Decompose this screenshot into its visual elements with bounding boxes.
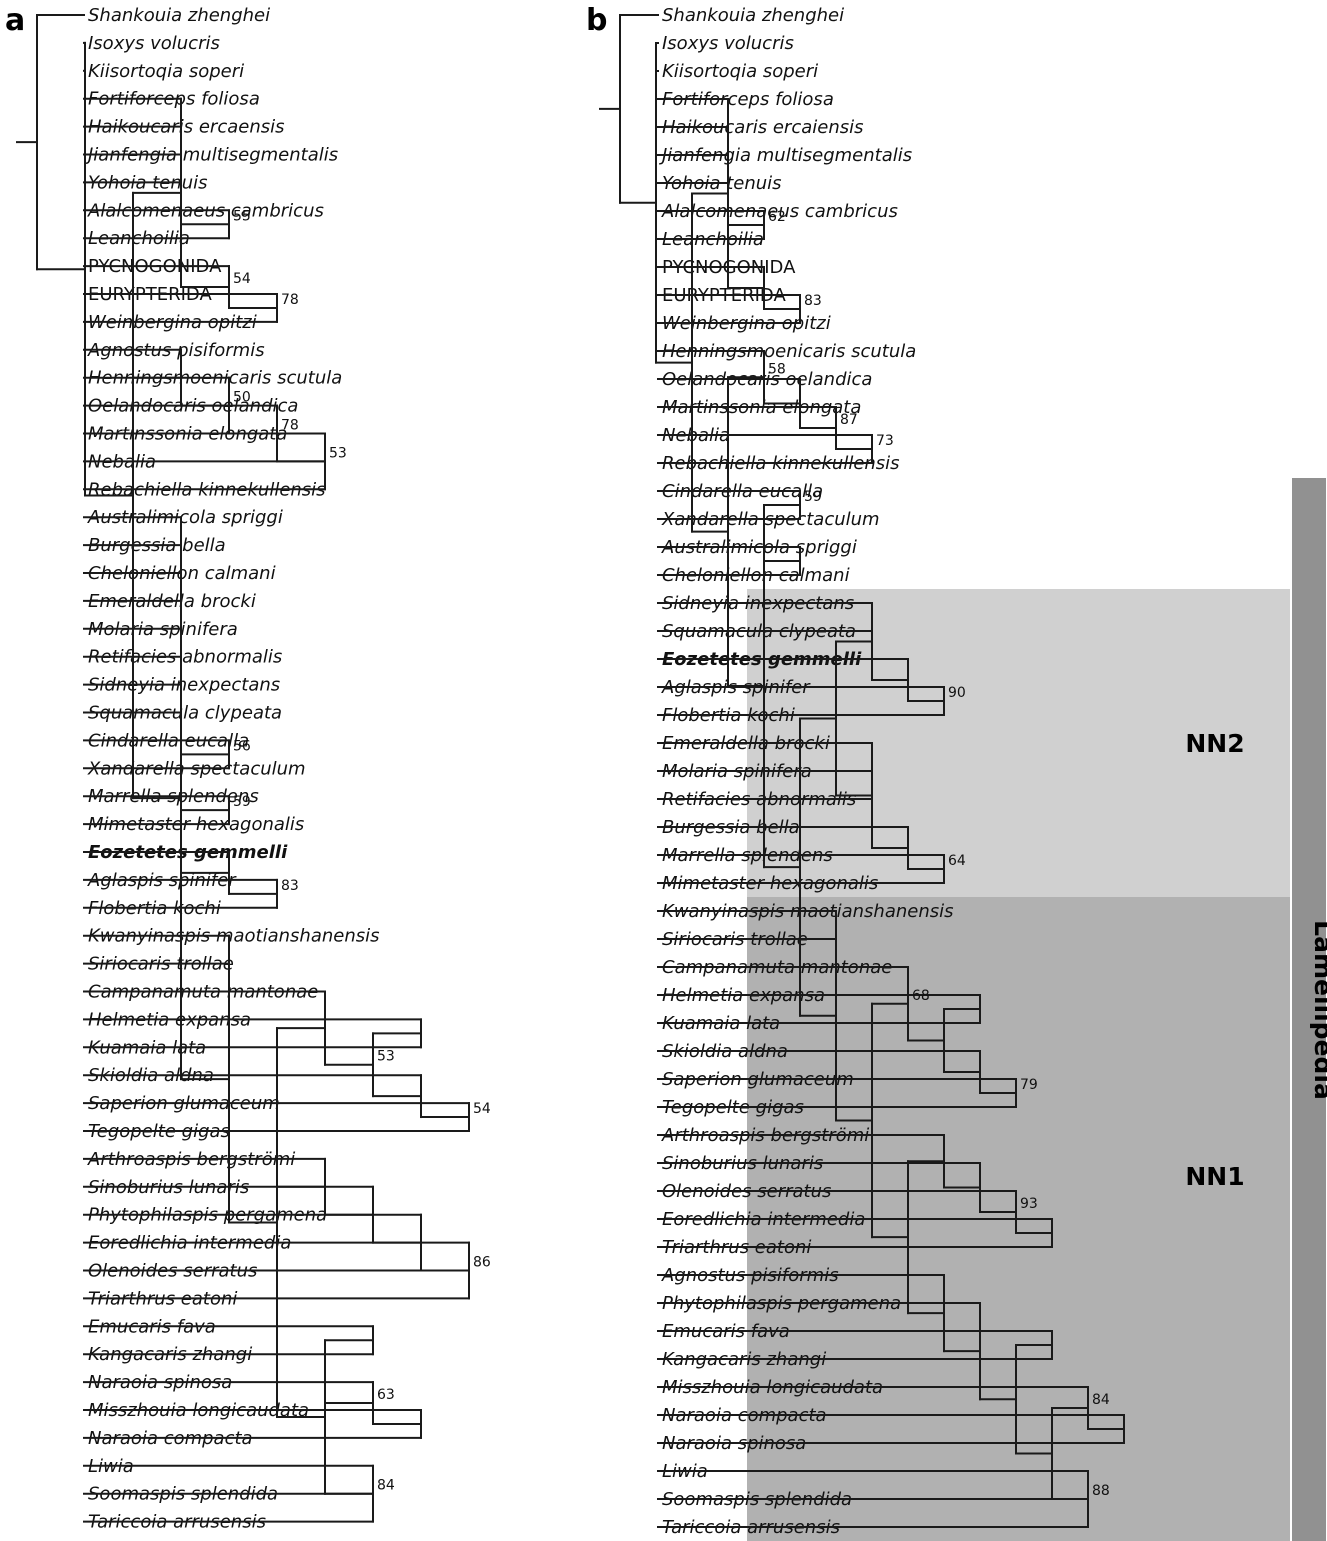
tree-b-support-value: 64 [948, 853, 966, 869]
tree-a-taxon-retifacies-abnormalis: Retifacies abnormalis [88, 647, 282, 668]
tree-b-support-value: 68 [912, 988, 930, 1004]
tree-b-support-value: 83 [804, 293, 822, 309]
tree-a-support-value: 63 [377, 1387, 395, 1403]
lamellipedia-label: Lamellipedia [1309, 920, 1327, 1100]
panel-a-label: a [5, 3, 25, 38]
tree-a-support-value: 55 [233, 208, 251, 224]
tree-a-taxon-kiisortoqia-soperi: Kiisortoqia soperi [88, 61, 244, 82]
tree-b-taxon-henningsmoenicaris-scutula: Henningsmoenicaris scutula [662, 341, 916, 362]
tree-a-taxon-shankouia-zhenghei: Shankouia zhenghei [88, 5, 270, 26]
panel-b-label: b [586, 3, 607, 38]
tree-b-support-value: 73 [876, 433, 894, 449]
tree-b-support-value: 93 [1020, 1196, 1038, 1212]
tree-a-support-value: 83 [281, 878, 299, 894]
tree-a-support-value: 53 [329, 445, 347, 461]
tree-b-support-value: 84 [1092, 1392, 1110, 1408]
tree-a-support-value: 54 [473, 1101, 491, 1117]
tree-a-support-value: 86 [473, 1255, 491, 1271]
tree-b-taxon-kiisortoqia-soperi: Kiisortoqia soperi [662, 61, 818, 82]
tree-a-taxon-isoxys-volucris: Isoxys volucris [88, 33, 220, 54]
tree-a-taxon-sidneyia-inexpectans: Sidneyia inexpectans [88, 675, 280, 696]
tree-a-taxon-australimicola-spriggi: Australimicola spriggi [87, 507, 283, 528]
tree-a-support-value: 50 [233, 390, 251, 406]
tree-a-taxon-kwanyinaspis-maotianshanensis: Kwanyinaspis maotianshanensis [88, 926, 380, 947]
nn2-label: NN2 [1185, 729, 1244, 758]
tree-b-taxon-fortiforceps-foliosa: Fortiforceps foliosa [662, 89, 834, 110]
lamellipedia-clade-bar [1292, 478, 1326, 1541]
tree-b-support-value: 59 [804, 489, 822, 505]
tree-a-taxon-jianfengia-multisegmentalis: Jianfengia multisegmentalis [85, 145, 338, 166]
tree-b-support-value: 79 [1020, 1077, 1038, 1093]
nn1-label: NN1 [1185, 1162, 1244, 1191]
tree-a-support-value: 84 [377, 1478, 395, 1494]
tree-b-support-value: 62 [768, 209, 786, 225]
tree-b-taxon-shankouia-zhenghei: Shankouia zhenghei [662, 5, 844, 26]
tree-a-support-value: 78 [281, 418, 299, 434]
tree-a-support-value: 56 [233, 738, 251, 754]
tree-a-support-value: 59 [233, 794, 251, 810]
tree-a-support-value: 54 [233, 271, 251, 287]
tree-b-taxon-jianfengia-multisegmentalis: Jianfengia multisegmentalis [659, 145, 912, 166]
tree-b-taxon-isoxys-volucris: Isoxys volucris [662, 33, 794, 54]
tree-b-support-value: 90 [948, 685, 966, 701]
tree-b-support-value: 87 [840, 412, 858, 428]
tree-b-support-value: 58 [768, 361, 786, 377]
tree-b-support-value: 88 [1092, 1483, 1110, 1499]
tree-b-taxon-alalcomenaeus-cambricus: Alalcomenaeus cambricus [661, 201, 898, 222]
tree-a-taxon-squamacula-clypeata: Squamacula clypeata [88, 703, 282, 724]
tree-a-support-value: 78 [281, 292, 299, 308]
tree-a-taxon-haikoucaris-ercaensis: Haikoucaris ercaensis [88, 117, 284, 138]
tree-a-support-value: 53 [377, 1049, 395, 1065]
tree-b-taxon-haikoucaris-ercaiensis: Haikoucaris ercaiensis [662, 117, 863, 138]
